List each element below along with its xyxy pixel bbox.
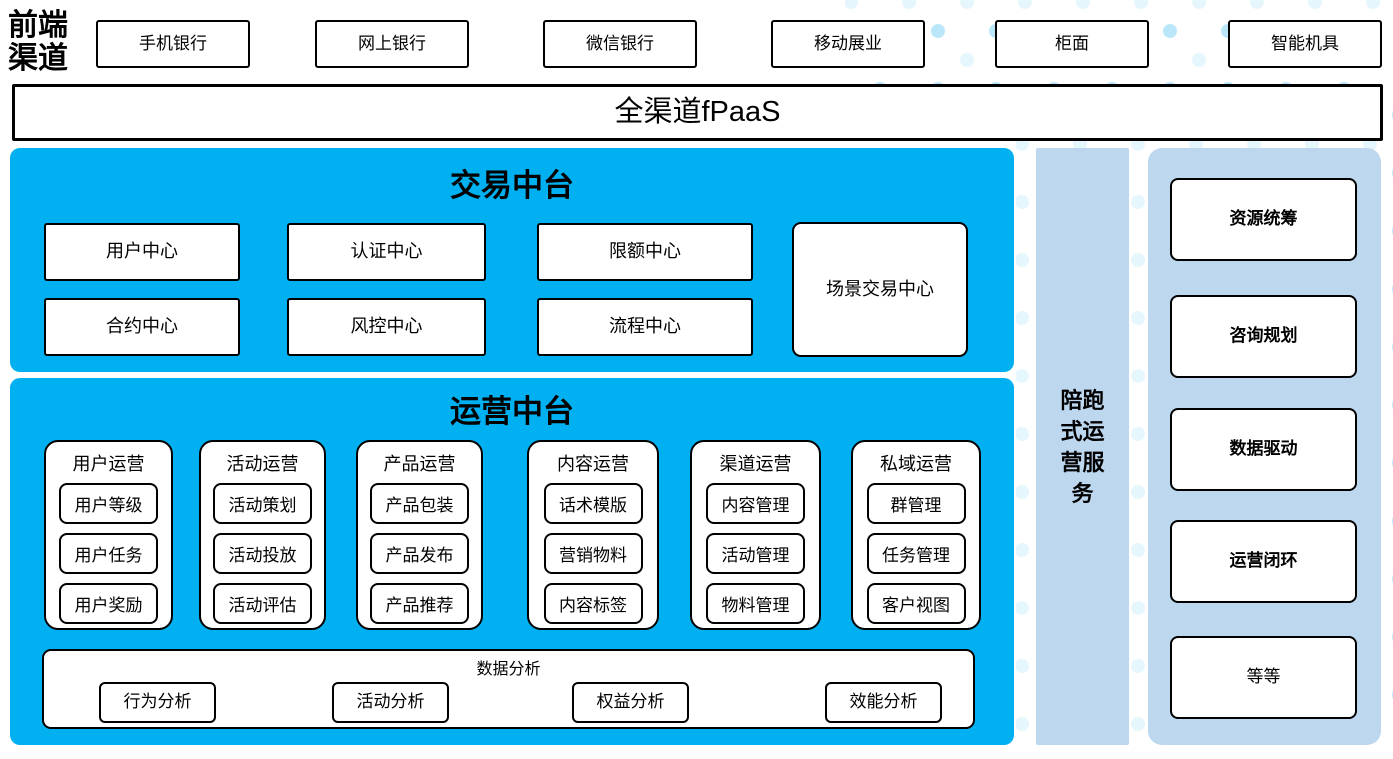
frontend-channels-label: 前端渠道: [8, 9, 68, 75]
advisory-panel: 资源统筹 咨询规划 数据驱动 运营闭环 等等: [1148, 148, 1381, 745]
ops-item: 用户等级: [59, 483, 158, 524]
ops-item: 产品发布: [370, 533, 469, 574]
data-analysis-bar: 数据分析 行为分析 活动分析 权益分析 效能分析: [42, 649, 975, 729]
advisory-box-closed-loop: 运营闭环: [1170, 520, 1357, 603]
data-analysis-title: 数据分析: [476, 661, 541, 678]
advisory-box-resource: 资源统筹: [1170, 178, 1357, 261]
analysis-item-behavior: 行为分析: [99, 682, 216, 723]
ops-item: 活动策划: [213, 483, 312, 524]
channel-box-counter: 柜面: [995, 20, 1149, 68]
ops-platform-title: 运营中台: [450, 394, 574, 429]
ops-item: 活动投放: [213, 533, 312, 574]
ops-column-product: 产品运营 产品包装 产品发布 产品推荐: [356, 440, 483, 630]
channel-box-wechat-banking: 微信银行: [543, 20, 697, 68]
ops-item: 客户视图: [866, 583, 966, 624]
analysis-item-activity: 活动分析: [332, 682, 449, 723]
ops-column-user: 用户运营 用户等级 用户任务 用户奖励: [44, 440, 173, 630]
ops-column-title: 私域运营: [880, 454, 952, 474]
analysis-item-efficiency: 效能分析: [825, 682, 942, 723]
ops-item: 产品包装: [370, 483, 469, 524]
ops-item: 话术模版: [543, 483, 643, 524]
trade-platform-panel: 交易中台 用户中心 认证中心 限额中心 合约中心 风控中心 流程中心 场景交易中…: [10, 148, 1014, 372]
companion-service-label: 陪跑式运营服务: [1060, 387, 1105, 506]
channel-box-smart-devices: 智能机具: [1228, 20, 1382, 68]
ops-item: 任务管理: [866, 533, 966, 574]
auth-center-box: 认证中心: [287, 223, 486, 281]
ops-column-channel: 渠道运营 内容管理 活动管理 物料管理: [690, 440, 821, 630]
ops-item: 内容标签: [543, 583, 643, 624]
analysis-item-rights: 权益分析: [572, 682, 689, 723]
trade-platform-title: 交易中台: [450, 168, 574, 203]
ops-column-activity: 活动运营 活动策划 活动投放 活动评估: [199, 440, 326, 630]
contract-center-box: 合约中心: [44, 298, 240, 356]
ops-item: 物料管理: [706, 583, 805, 624]
ops-item: 内容管理: [706, 483, 805, 524]
risk-center-box: 风控中心: [287, 298, 486, 356]
user-center-box: 用户中心: [44, 223, 240, 281]
ops-item: 活动管理: [706, 533, 805, 574]
ops-item: 用户任务: [59, 533, 158, 574]
channel-box-mobile-banking: 手机银行: [96, 20, 250, 68]
channel-box-online-banking: 网上银行: [315, 20, 469, 68]
ops-column-title: 渠道运营: [719, 454, 792, 474]
scene-trade-center-box: 场景交易中心: [792, 222, 968, 357]
ops-item: 产品推荐: [370, 583, 469, 624]
advisory-box-consulting: 咨询规划: [1170, 295, 1357, 378]
ops-item: 群管理: [866, 483, 966, 524]
ops-column-title: 活动运营: [226, 454, 299, 474]
advisory-box-data-driven: 数据驱动: [1170, 408, 1357, 491]
advisory-box-etc: 等等: [1170, 636, 1357, 719]
fpaas-bar: 全渠道fPaaS: [12, 84, 1383, 141]
ops-column-title: 产品运营: [383, 454, 456, 474]
ops-platform-panel: 运营中台 用户运营 用户等级 用户任务 用户奖励 活动运营 活动策划 活动投放 …: [10, 378, 1014, 745]
ops-column-content: 内容运营 话术模版 营销物料 内容标签: [527, 440, 659, 630]
limit-center-box: 限额中心: [537, 223, 753, 281]
ops-item: 用户奖励: [59, 583, 158, 624]
ops-column-title: 内容运营: [557, 454, 629, 474]
ops-column-private-domain: 私域运营 群管理 任务管理 客户视图: [851, 440, 981, 630]
companion-service-bar: 陪跑式运营服务: [1036, 148, 1129, 745]
ops-item: 营销物料: [543, 533, 643, 574]
ops-column-title: 用户运营: [72, 454, 145, 474]
ops-item: 活动评估: [213, 583, 312, 624]
channel-box-mobile-marketing: 移动展业: [771, 20, 925, 68]
process-center-box: 流程中心: [537, 298, 753, 356]
